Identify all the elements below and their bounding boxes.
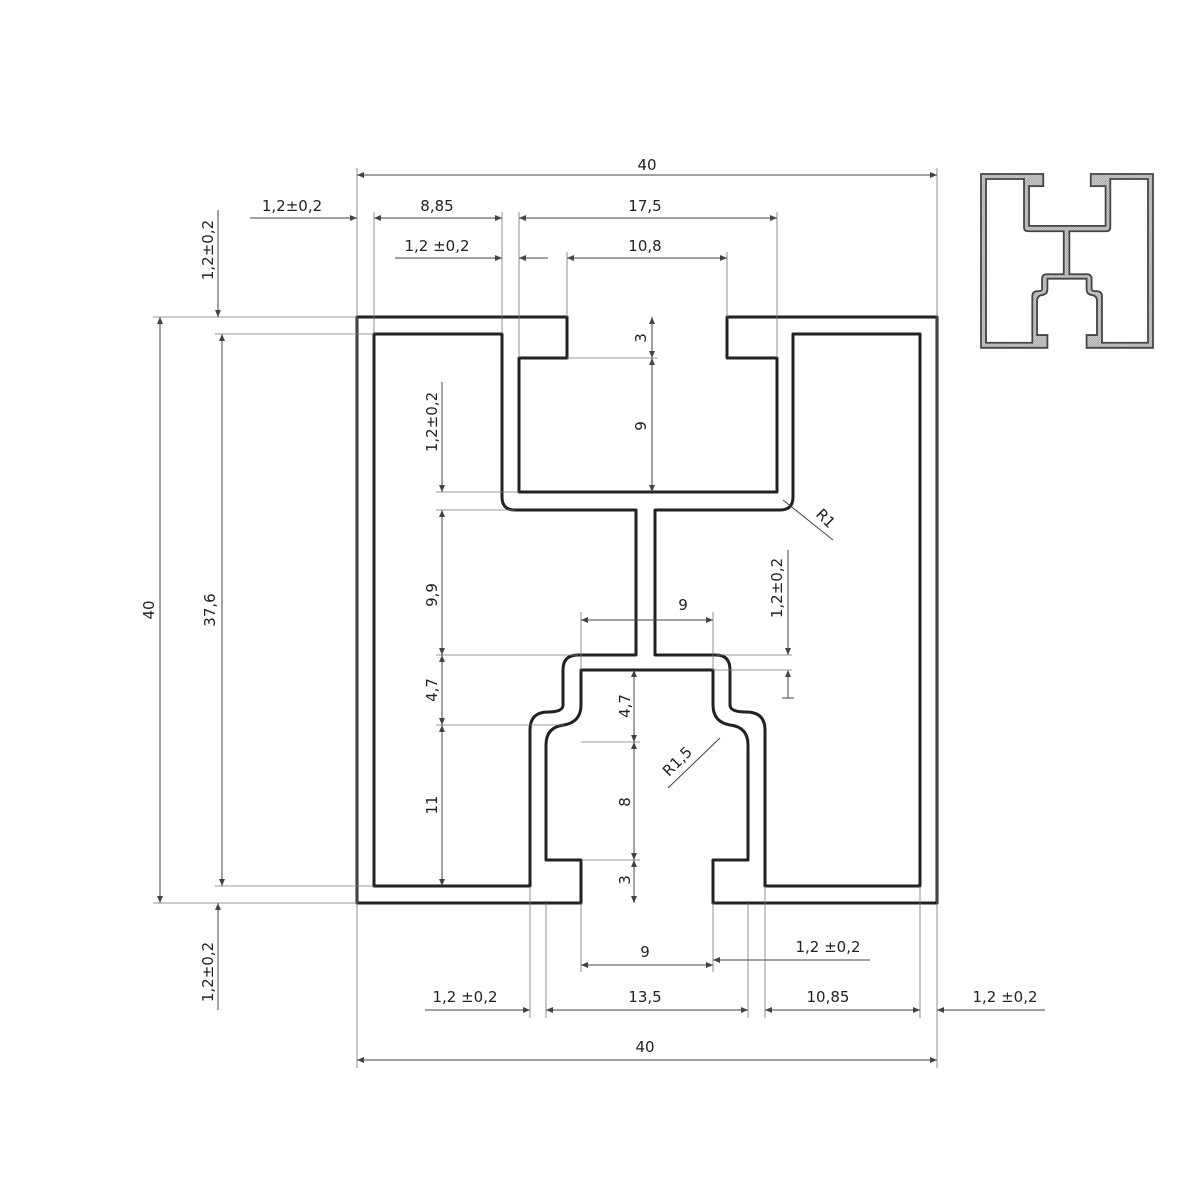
dim-inner-height: 37,6 [201,593,219,626]
dim-top-lip: 3 [632,333,650,343]
dim-overall-width-top: 40 [637,156,656,174]
dim-bottom-step: 4,7 [616,694,634,718]
dim-bottom-chamber-top-width: 9 [678,596,688,614]
dim-bottom-chamber-width: 13,5 [628,988,661,1006]
dim-bottom-wall-left: 1,2 ±0,2 [432,988,497,1006]
dim-bottom-wall-right: 1,2 ±0,2 [972,988,1037,1006]
profile-section [355,315,939,905]
dim-wall-right: 1,2±0,2 [768,558,786,618]
dim-bottom-chamber-height: 8 [616,797,634,807]
dim-wall-left-top: 1,2±0,2 [262,197,322,215]
dim-radius-bottom: R1,5 [659,743,696,780]
dim-bottom-lip-wall: 1,2 ±0,2 [795,938,860,956]
dim-wall-bottom: 1,2±0,2 [199,942,217,1002]
dim-inner-wall: 1,2 ±0,2 [404,237,469,255]
extension-lines [153,168,938,1068]
dim-bottom-lip: 3 [616,875,634,885]
profile-thumbnail [980,173,1154,349]
dim-web-thickness: 1,2±0,2 [423,392,441,452]
dim-right-chamber-width: 10,85 [807,988,850,1006]
dim-overall-width-bottom: 40 [635,1038,654,1056]
dim-top-slot-width: 10,8 [628,237,661,255]
dimension-lines [157,172,1045,1063]
dim-top-chamber-width: 17,5 [628,197,661,215]
dim-stem-length: 9,9 [423,583,441,607]
dim-overall-height: 40 [140,600,158,619]
dim-radius-top: R1 [812,505,839,532]
dim-step-height: 4,7 [423,678,441,702]
dim-wall-top: 1,2±0,2 [199,220,217,280]
dim-bottom-slot-width: 9 [640,943,650,961]
dim-lower-height: 11 [423,795,441,814]
dimension-labels: 40 1,2±0,2 8,85 17,5 1,2 ±0,2 10,8 40 37… [140,156,1038,1056]
dim-left-chamber-width: 8,85 [420,197,453,215]
dim-top-chamber-height: 9 [632,421,650,431]
